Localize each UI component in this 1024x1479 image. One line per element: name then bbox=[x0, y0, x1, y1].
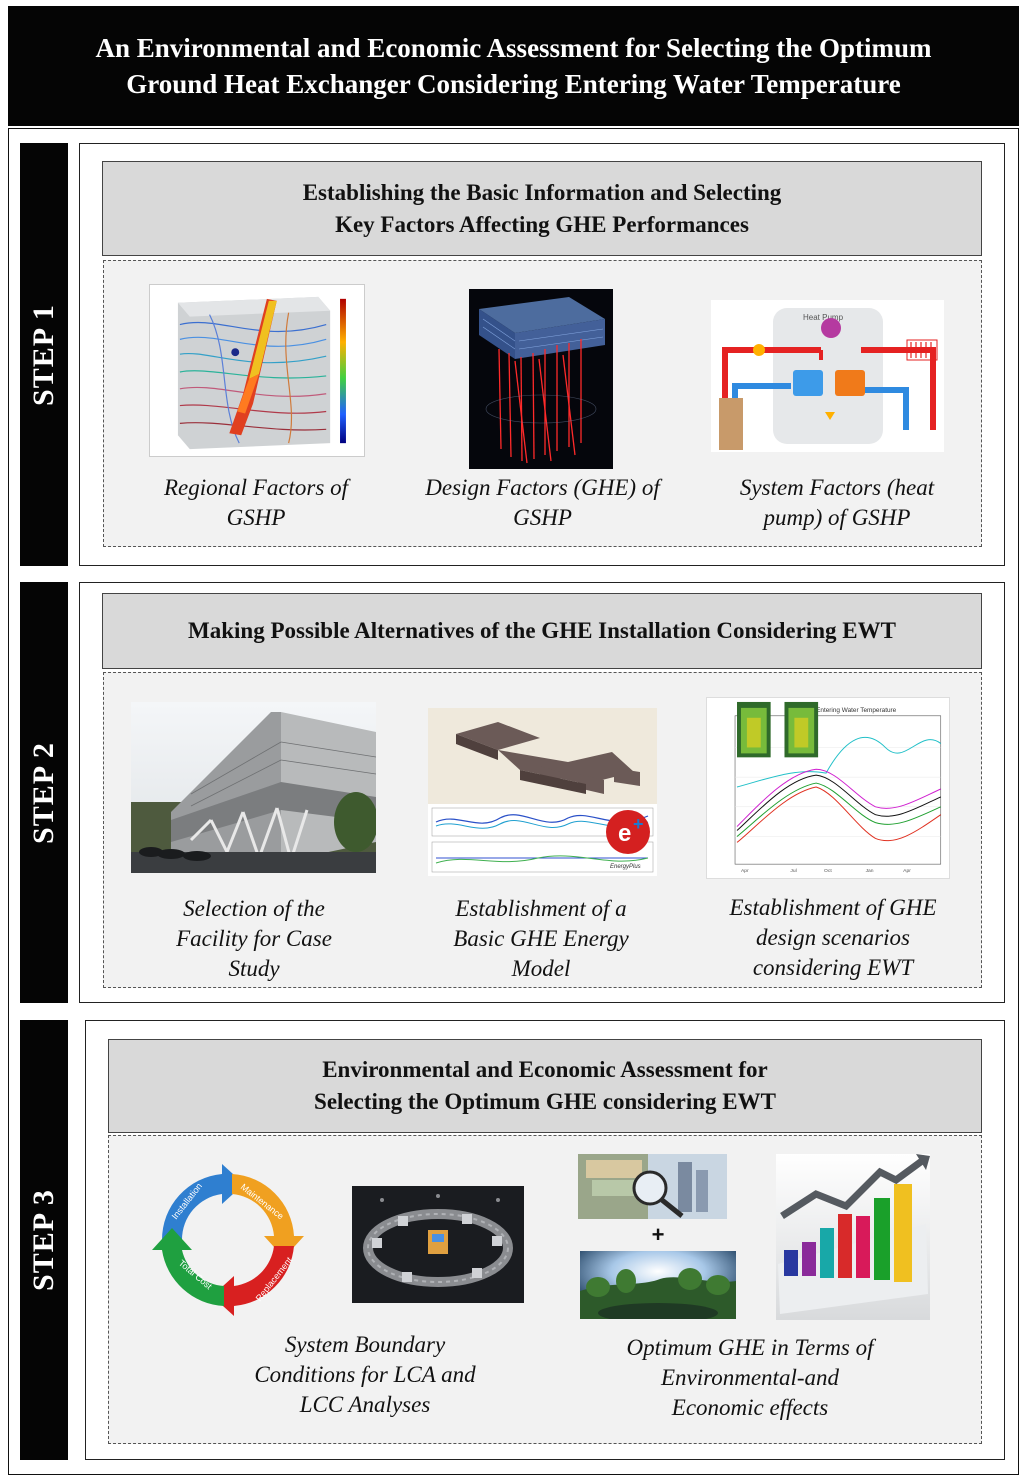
step-1-tab: STEP 1 bbox=[20, 143, 68, 566]
step-3-tab: STEP 3 bbox=[20, 1020, 68, 1460]
ewt-temperature-chart-image: Entering Water Temperature Apr Jul Oct Jan… bbox=[706, 697, 950, 879]
step-3-heading-line-1: Environmental and Economic Assessment fo… bbox=[322, 1057, 768, 1082]
lifecycle-cycle-diagram: Installation Maintenance Replacement Tot… bbox=[148, 1160, 308, 1320]
energyplus-model-image: e + EnergyPlus bbox=[428, 708, 657, 876]
earth-forest-image bbox=[580, 1251, 736, 1319]
step-2-caption-2: Establishment of a Basic GHE Energy Mode… bbox=[453, 896, 629, 981]
money-magnifier-image bbox=[578, 1154, 727, 1219]
ewt-image-text: Entering Water Temperature bbox=[816, 707, 897, 714]
ghe-borehole-field-render-image bbox=[469, 289, 613, 469]
step-3-label: STEP 3 bbox=[27, 1189, 60, 1291]
step-1-heading: Establishing the Basic Information and S… bbox=[102, 161, 982, 256]
heat-pump-schematic-image: Heat Pump bbox=[711, 300, 944, 452]
heat-pump-image-text: Heat Pump bbox=[803, 313, 844, 322]
step-3-heading-line-2: Selecting the Optimum GHE considering EW… bbox=[314, 1089, 776, 1114]
step-1-caption-3: System Factors (heat pump) of GSHP bbox=[739, 475, 935, 530]
step-2-caption-3: Establishment of GHE design scenarios co… bbox=[729, 895, 937, 980]
plus-sign: + bbox=[651, 1222, 665, 1247]
step-3-caption-2: Optimum GHE in Terms of Environmental-an… bbox=[626, 1335, 874, 1420]
svg-text:Apr: Apr bbox=[903, 868, 911, 874]
diagram-title: An Environmental and Economic Assessment… bbox=[8, 6, 1019, 126]
step-1-caption-2: Design Factors (GHE) of GSHP bbox=[425, 475, 660, 530]
svg-text:Oct: Oct bbox=[824, 868, 832, 874]
step-1-caption-1: Regional Factors of GSHP bbox=[164, 475, 348, 530]
svg-text:Jul: Jul bbox=[790, 868, 796, 874]
step-2-label: STEP 2 bbox=[27, 741, 60, 844]
groundwater-flow-simulation-image bbox=[149, 284, 365, 457]
title-line-1: An Environmental and Economic Assessment… bbox=[95, 33, 932, 63]
facility-building-photo bbox=[131, 702, 376, 873]
step-3-caption-1: System Boundary Conditions for LCA and L… bbox=[254, 1332, 476, 1417]
step-2-tab: STEP 2 bbox=[20, 582, 68, 1003]
svg-text:Apr: Apr bbox=[741, 868, 749, 874]
system-boundary-diagram-image bbox=[352, 1186, 524, 1303]
step-1-heading-line-2: Key Factors Affecting GHE Performances bbox=[335, 211, 749, 237]
growth-bar-chart-image bbox=[776, 1154, 930, 1320]
step-3-heading: Environmental and Economic Assessment fo… bbox=[108, 1039, 982, 1133]
step-2-caption-1: Selection of the Facility for Case Study bbox=[176, 896, 332, 981]
step-1-heading-line-1: Establishing the Basic Information and S… bbox=[302, 179, 782, 205]
step-1-label: STEP 1 bbox=[27, 303, 60, 406]
energyplus-image-text: EnergyPlus bbox=[610, 864, 641, 870]
svg-text:Jan: Jan bbox=[866, 868, 874, 874]
step-2-heading-line-1: Making Possible Alternatives of the GHE … bbox=[188, 618, 896, 643]
svg-text:e: e bbox=[618, 820, 631, 847]
title-line-2: Ground Heat Exchanger Considering Enteri… bbox=[126, 69, 901, 99]
svg-text:+: + bbox=[633, 814, 644, 834]
step-2-heading: Making Possible Alternatives of the GHE … bbox=[102, 593, 982, 669]
